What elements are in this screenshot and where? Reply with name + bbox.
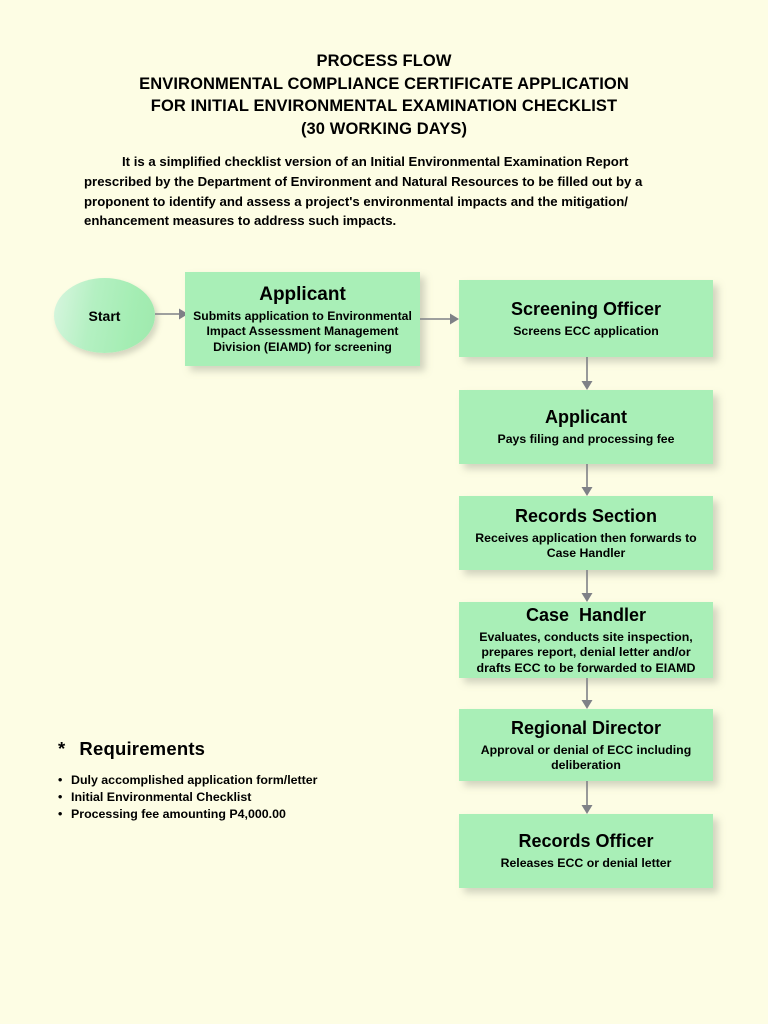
connector-applicant2-to-records-section: [578, 464, 596, 497]
requirement-item: Processing fee amounting P4,000.00: [58, 806, 398, 823]
node-case-handler: Case Handler Evaluates, conducts site in…: [459, 602, 713, 678]
node-screening-officer-title: Screening Officer: [510, 298, 662, 319]
start-node: Start: [54, 278, 155, 353]
node-records-section: Records Section Receives application the…: [459, 496, 713, 570]
node-case-handler-title: Case Handler: [525, 604, 647, 625]
node-applicant-2-title: Applicant: [544, 407, 627, 428]
requirements-heading: * Requirements: [58, 738, 398, 760]
node-regional-director-title: Regional Director: [510, 717, 662, 738]
asterisk-icon: *: [58, 738, 66, 759]
title-line-1: PROCESS FLOW: [316, 52, 452, 70]
connector-records-section-to-case-handler: [578, 570, 596, 603]
requirements-list: Duly accomplished application form/lette…: [58, 771, 398, 824]
node-records-section-description: Receives application then forwards to Ca…: [475, 530, 697, 560]
node-records-officer: Records Officer Releases ECC or denial l…: [459, 814, 713, 888]
node-records-section-title: Records Section: [514, 505, 658, 526]
intro-paragraph: It is a simplified checklist version of …: [84, 154, 643, 229]
requirements-section: * Requirements Duly accomplished applicat…: [58, 738, 398, 824]
node-regional-director: Regional Director Approval or denial of …: [459, 709, 713, 781]
title-line-2: ENVIRONMENTAL COMPLIANCE CERTIFICATE APP…: [139, 74, 629, 93]
node-applicant-1-description: Submits application to Environmental Imp…: [193, 308, 412, 354]
title-line-3: FOR INITIAL ENVIRONMENTAL EXAMINATION CH…: [150, 97, 618, 115]
node-screening-officer-description: Screens ECC application: [513, 323, 659, 338]
start-label: Start: [88, 307, 121, 324]
connector-applicant1-to-screening: [420, 311, 460, 327]
page-title: PROCESS FLOW ENVIRONMENTAL COMPLIANCE CE…: [0, 50, 768, 140]
node-applicant-2-description: Pays filing and processing fee: [497, 432, 675, 447]
node-applicant-1-title: Applicant: [259, 283, 346, 305]
requirement-item: Duly accomplished application form/lette…: [58, 771, 398, 789]
node-case-handler-description: Evaluates, conducts site inspection, pre…: [476, 629, 696, 675]
node-regional-director-description: Approval or denial of ECC including deli…: [480, 742, 692, 772]
node-records-officer-description: Releases ECC or denial letter: [500, 856, 672, 871]
connector-regional-director-to-records-officer: [578, 781, 596, 815]
node-applicant-1: Applicant Submits application to Environ…: [185, 272, 420, 366]
node-records-officer-title: Records Officer: [518, 831, 654, 852]
node-applicant-2: Applicant Pays filing and processing fee: [459, 390, 713, 464]
connector-screening-to-applicant2: [578, 357, 596, 391]
node-screening-officer: Screening Officer Screens ECC applicatio…: [459, 280, 713, 357]
requirements-heading-label: Requirements: [79, 738, 206, 759]
connector-case-handler-to-regional-director: [578, 678, 596, 710]
requirement-item: Initial Environmental Checklist: [58, 789, 398, 806]
title-line-4: (30 WORKING DAYS): [300, 119, 468, 138]
connector-start-to-applicant1: [155, 306, 189, 322]
